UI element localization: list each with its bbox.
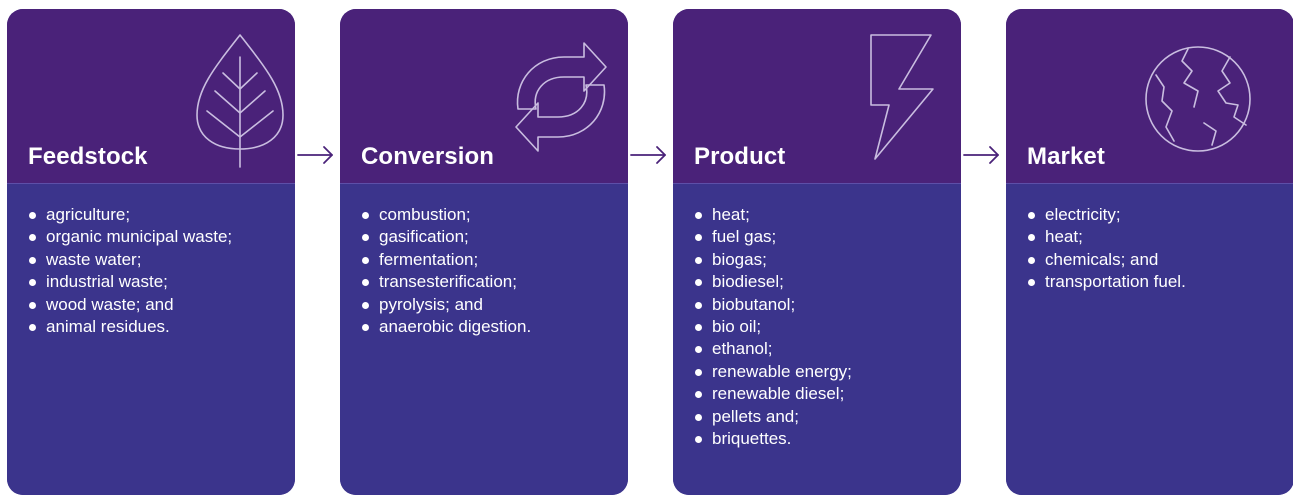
- right-arrow-icon: [629, 143, 669, 167]
- stage-body: heat; fuel gas; biogas; biodiesel; biobu…: [673, 183, 961, 495]
- list-item: renewable diesel;: [695, 383, 852, 405]
- bullet-icon: [695, 212, 702, 219]
- list-item: heat;: [695, 204, 852, 226]
- list-item: transportation fuel.: [1028, 271, 1186, 293]
- bullet-icon: [362, 324, 369, 332]
- stage-item-list: electricity; heat; chemicals; and transp…: [1028, 204, 1186, 294]
- stage-card-conversion: Conversion combustion; gasification; fer…: [340, 9, 628, 495]
- list-item: wood waste; and: [29, 294, 232, 316]
- bullet-icon: [695, 256, 702, 264]
- bullet-icon: [29, 324, 36, 332]
- list-item: electricity;: [1028, 204, 1186, 226]
- stage-title: Market: [1027, 143, 1105, 170]
- list-item: pellets and;: [695, 406, 852, 428]
- stage-header: Feedstock: [7, 9, 295, 183]
- stage-title: Conversion: [361, 143, 495, 170]
- list-item: transesterification;: [362, 271, 531, 293]
- bullet-icon: [29, 234, 36, 242]
- list-item: industrial waste;: [29, 271, 232, 293]
- stage-card-feedstock: Feedstock agriculture; organic municipal…: [7, 9, 295, 495]
- list-item: fermentation;: [362, 249, 531, 271]
- list-item: bio oil;: [695, 316, 852, 338]
- stage-body: combustion; gasification; fermentation; …: [340, 183, 628, 495]
- bullet-icon: [695, 279, 702, 287]
- stage-header: Market: [1006, 9, 1293, 183]
- bullet-icon: [695, 436, 702, 444]
- list-item: biodiesel;: [695, 271, 852, 293]
- bullet-icon: [29, 212, 36, 219]
- bullet-icon: [695, 346, 702, 354]
- stage-card-product: Product heat; fuel gas; biogas; biodiese…: [673, 9, 961, 495]
- list-item: briquettes.: [695, 428, 852, 450]
- stage-card-market: Market electricity; heat; chemicals; and…: [1006, 9, 1293, 495]
- list-item: renewable energy;: [695, 361, 852, 383]
- stage-body: electricity; heat; chemicals; and transp…: [1006, 183, 1293, 495]
- bullet-icon: [695, 368, 702, 376]
- bullet-icon: [695, 301, 702, 309]
- list-item: organic municipal waste;: [29, 226, 232, 248]
- bullet-icon: [695, 324, 702, 332]
- bullet-icon: [695, 391, 702, 399]
- lightning-bolt-icon: [849, 27, 959, 167]
- bullet-icon: [1028, 212, 1035, 219]
- bullet-icon: [362, 256, 369, 264]
- list-item: animal residues.: [29, 316, 232, 338]
- stage-item-list: heat; fuel gas; biogas; biodiesel; biobu…: [695, 204, 852, 450]
- list-item: ethanol;: [695, 338, 852, 360]
- list-item: combustion;: [362, 204, 531, 226]
- bullet-icon: [1028, 279, 1035, 287]
- list-item: chemicals; and: [1028, 249, 1186, 271]
- list-item: biobutanol;: [695, 294, 852, 316]
- stage-body: agriculture; organic municipal waste; wa…: [7, 183, 295, 495]
- bullet-icon: [29, 301, 36, 309]
- right-arrow-icon: [296, 143, 336, 167]
- right-arrow-icon: [962, 143, 1002, 167]
- list-item: fuel gas;: [695, 226, 852, 248]
- globe-icon: [1142, 27, 1252, 167]
- list-item: agriculture;: [29, 204, 232, 226]
- bullet-icon: [1028, 256, 1035, 264]
- leaf-icon: [185, 27, 295, 168]
- bullet-icon: [695, 234, 702, 242]
- recycle-arrows-icon: [506, 27, 616, 167]
- stage-title: Feedstock: [28, 143, 148, 170]
- stage-title: Product: [694, 143, 786, 170]
- bullet-icon: [362, 301, 369, 309]
- bullet-icon: [29, 256, 36, 264]
- list-item: pyrolysis; and: [362, 294, 531, 316]
- bullet-icon: [1028, 234, 1035, 242]
- list-item: waste water;: [29, 249, 232, 271]
- stage-item-list: combustion; gasification; fermentation; …: [362, 204, 531, 338]
- bullet-icon: [29, 279, 36, 287]
- bullet-icon: [362, 212, 369, 219]
- list-item: biogas;: [695, 249, 852, 271]
- stage-item-list: agriculture; organic municipal waste; wa…: [29, 204, 232, 338]
- stage-header: Conversion: [340, 9, 628, 183]
- bullet-icon: [362, 279, 369, 287]
- list-item: heat;: [1028, 226, 1186, 248]
- list-item: anaerobic digestion.: [362, 316, 531, 338]
- bullet-icon: [362, 234, 369, 242]
- stage-header: Product: [673, 9, 961, 183]
- list-item: gasification;: [362, 226, 531, 248]
- bullet-icon: [695, 413, 702, 421]
